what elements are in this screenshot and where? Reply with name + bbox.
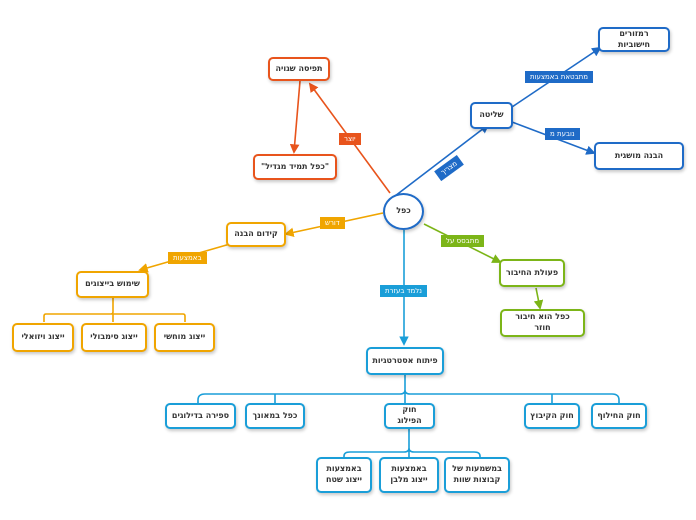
edge-distributive-tree xyxy=(343,428,481,458)
node-label: קידום הבנה xyxy=(234,229,278,239)
label-by-means-of: באמצעות xyxy=(168,252,207,264)
node-using-representations[interactable]: שימוש בייצוגים xyxy=(76,271,149,298)
node-label: תפיסה שגויה xyxy=(275,63,323,73)
node-label: ייצוג סימבולי xyxy=(90,332,138,342)
node-area-representation[interactable]: באמצעות ייצוג שטח xyxy=(316,457,372,493)
node-label: הבנה מושגית xyxy=(614,150,664,160)
label-expressed-through: מתבטאת באמצעות xyxy=(525,71,593,83)
node-commutative-law[interactable]: חוק החילוף xyxy=(591,403,647,429)
edge-addition-repeated xyxy=(533,287,544,310)
node-label: כפל הוא חיבור חוזר xyxy=(515,312,570,332)
node-label: "כפל תמיד מגדיל" xyxy=(260,161,330,171)
node-label: באמצעות ייצוג שטח xyxy=(325,464,363,484)
node-associative-law[interactable]: חוק הקיבוץ xyxy=(524,403,580,429)
edge-misconception-quote xyxy=(289,80,301,154)
node-label: שליטה xyxy=(479,110,504,120)
node-label: ייצוג מוחשי xyxy=(163,332,206,342)
edge-strategies-tree xyxy=(197,374,620,404)
node-skip-counting[interactable]: ספירה בדילוגים xyxy=(165,403,236,429)
node-rectangle-representation[interactable]: באמצעות ייצוג מלבן xyxy=(379,457,439,493)
node-label: חוק הקיבוץ xyxy=(530,410,574,420)
node-label: שימוש בייצוגים xyxy=(85,279,140,289)
edge-representations-tree xyxy=(43,297,186,322)
center-node-label: כפל xyxy=(396,206,411,216)
edge-center-control xyxy=(394,123,490,197)
node-visual-representation[interactable]: ייצוג ויזואלי xyxy=(12,323,74,352)
node-label: פעולת החיבור xyxy=(505,267,559,277)
node-equal-groups[interactable]: במשמעות של קבוצות שוות xyxy=(444,457,510,493)
node-misconception[interactable]: תפיסה שגויה xyxy=(268,57,330,81)
label-demands: דורש xyxy=(320,217,345,229)
node-label: חוק הפילוג xyxy=(397,405,422,425)
label-creates: יוצר xyxy=(339,133,361,145)
node-concrete-representation[interactable]: ייצוג מוחשי xyxy=(154,323,215,352)
node-computational-fluency[interactable]: רמזורים חישוביות xyxy=(598,27,670,52)
node-label: ספירה בדילוגים xyxy=(171,410,230,420)
node-label: כפל במאונך xyxy=(252,410,298,420)
node-label: רמזורים חישוביות xyxy=(617,28,651,49)
label-based-on: מתבסס על xyxy=(441,235,485,247)
node-label: פיתוח אסטרטגיות xyxy=(372,355,438,365)
node-promote-understanding[interactable]: קידום הבנה xyxy=(226,222,286,247)
node-label: באמצעות ייצוג מלבן xyxy=(390,464,428,484)
node-addition-operation[interactable]: פעולת החיבור xyxy=(499,259,565,287)
label-learned-through: נלמד בעזרת xyxy=(380,285,427,297)
node-control[interactable]: שליטה xyxy=(470,102,513,129)
node-label: במשמעות של קבוצות שוות xyxy=(452,464,502,484)
node-label: חוק החילוף xyxy=(597,410,641,420)
node-multiplication-always-increases[interactable]: "כפל תמיד מגדיל" xyxy=(253,154,337,180)
label-stems-from: נובעת מ xyxy=(545,128,580,140)
center-node-multiplication[interactable]: כפל xyxy=(383,193,424,230)
node-developing-strategies[interactable]: פיתוח אסטרטגיות xyxy=(366,347,444,375)
node-distributive-law[interactable]: חוק הפילוג xyxy=(384,403,435,429)
node-vertical-multiplication[interactable]: כפל במאונך xyxy=(245,403,305,429)
node-repeated-addition[interactable]: כפל הוא חיבור חוזר xyxy=(500,309,585,337)
node-conceptual-understanding[interactable]: הבנה מושגית xyxy=(594,142,684,170)
node-symbolic-representation[interactable]: ייצוג סימבולי xyxy=(81,323,147,352)
node-label: ייצוג ויזואלי xyxy=(21,332,65,342)
